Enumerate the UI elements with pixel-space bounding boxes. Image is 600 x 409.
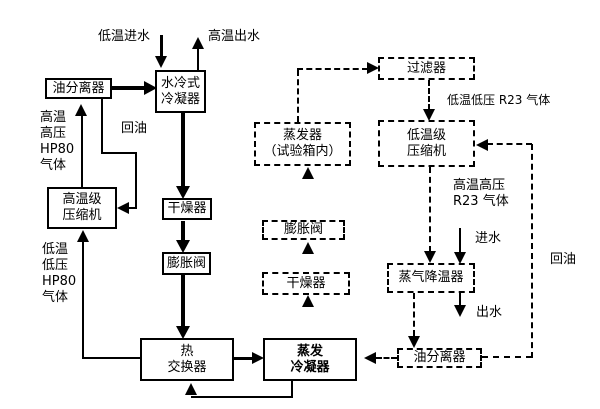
evapcondenser-loop-line-h — [191, 396, 293, 398]
oilsep-to-condenser-arrowhead — [144, 81, 157, 95]
box-dryer-main: 干燥器 — [162, 198, 212, 220]
oilsep-to-condenser-line — [112, 86, 145, 90]
evaporator-to-filter-arrowhead — [367, 62, 379, 74]
box-evaporator: 蒸发器 （试验箱内） — [254, 122, 351, 166]
water-in-line — [459, 228, 461, 253]
box-water-cooled-condenser: 水冷式 冷凝器 — [155, 70, 206, 113]
box-lt-compressor: 低温级 压缩机 — [378, 120, 475, 167]
heatexchanger-to-evapcondenser-line — [234, 357, 253, 360]
oil-return-left-line-h2 — [129, 207, 137, 209]
condenser-to-dryer-arrowhead — [176, 186, 190, 199]
valve-to-heatexchanger-arrowhead — [176, 326, 190, 339]
evapcondenser-to-dryer-right-arrowhead — [302, 295, 314, 307]
label-oil-return-right: 回油 — [550, 252, 577, 267]
oil-return-right-line-v — [531, 144, 533, 358]
oil-return-left-line-h1 — [101, 152, 137, 154]
label-r23-low-pressure-gas: 低温低压 R23 气体 — [447, 93, 551, 107]
compressor-to-oilsep-line — [81, 116, 83, 187]
filter-to-ltcompressor-line — [428, 80, 430, 110]
filter-to-ltcompressor-arrowhead — [423, 109, 435, 121]
heatexchanger-to-evapcondenser-arrowhead — [252, 352, 264, 364]
evaporator-to-filter-line-h — [297, 68, 368, 70]
oilsep-to-evapcondenser-arrowhead — [364, 352, 376, 364]
oil-return-right-line-h1 — [482, 356, 532, 358]
inlet-water-arrowhead — [155, 56, 167, 68]
label-oil-return-left: 回油 — [121, 121, 148, 136]
box-dryer-right: 干燥器 — [262, 272, 350, 295]
water-in-arrowhead — [454, 252, 466, 264]
evaporator-to-filter-line-v — [297, 70, 299, 122]
outlet-water-line — [197, 48, 199, 70]
label-outlet-water: 高温出水 — [208, 29, 261, 44]
heatexchanger-to-compressor-line-v — [82, 242, 84, 359]
ltcompressor-to-steamcooler-arrowhead — [424, 251, 436, 263]
steamcooler-to-oilsep-line — [413, 293, 415, 336]
condenser-to-dryer-line — [181, 113, 185, 187]
oil-return-left-arrowhead — [117, 202, 129, 214]
label-water-in: 进水 — [475, 231, 502, 246]
box-filter: 过滤器 — [378, 57, 475, 80]
label-inlet-water: 低温进水 — [98, 29, 151, 44]
evapcondenser-loop-line-v — [291, 381, 293, 398]
label-hp80-low-pressure-gas: 低温 低压 HP80 气体 — [42, 242, 77, 305]
water-out-arrowhead — [454, 305, 466, 317]
evapcondenser-loop-arrowhead — [185, 383, 197, 395]
box-oil-separator-right: 油分离器 — [397, 348, 482, 368]
box-oil-separator-left: 油分离器 — [45, 78, 112, 99]
box-heat-exchanger: 热 交换器 — [140, 338, 234, 381]
water-out-line — [459, 293, 461, 306]
label-water-out: 出水 — [476, 305, 503, 320]
outlet-water-arrowhead — [192, 37, 204, 49]
box-steam-desuperheater: 蒸气降温器 — [387, 263, 475, 293]
box-expansion-valve-right: 膨胀阀 — [262, 220, 345, 240]
label-r23-high-pressure-gas: 高温高压 R23 气体 — [453, 178, 509, 209]
box-evap-condenser: 蒸发 冷凝器 — [263, 338, 357, 381]
box-expansion-valve-main: 膨胀阀 — [162, 252, 211, 275]
label-hp80-high-pressure-gas: 高温 高压 HP80 气体 — [40, 110, 75, 173]
heatexchanger-to-compressor-arrowhead — [77, 230, 89, 242]
oil-return-right-line-h2 — [487, 143, 532, 145]
ltcompressor-to-steamcooler-line — [429, 167, 431, 252]
steamcooler-to-oilsep-arrowhead — [408, 336, 420, 348]
inlet-water-line — [160, 35, 163, 57]
dryer-to-valve-right-arrowhead — [302, 242, 314, 254]
dryer-to-valve-arrowhead — [176, 240, 190, 253]
heatexchanger-to-compressor-line-h — [83, 357, 140, 359]
oil-return-right-arrowhead — [476, 139, 488, 151]
valve-to-heatexchanger-line — [181, 275, 185, 327]
oil-return-left-line-v2 — [135, 152, 137, 209]
oil-return-left-line-v1 — [101, 99, 103, 154]
box-ht-compressor: 高温级 压缩机 — [47, 187, 117, 229]
oilsep-to-evapcondenser-line — [376, 357, 397, 359]
dryer-to-valve-line — [181, 221, 185, 241]
compressor-to-oilsep-arrowhead — [75, 104, 87, 116]
valve-to-evaporator-arrowhead — [302, 167, 314, 179]
